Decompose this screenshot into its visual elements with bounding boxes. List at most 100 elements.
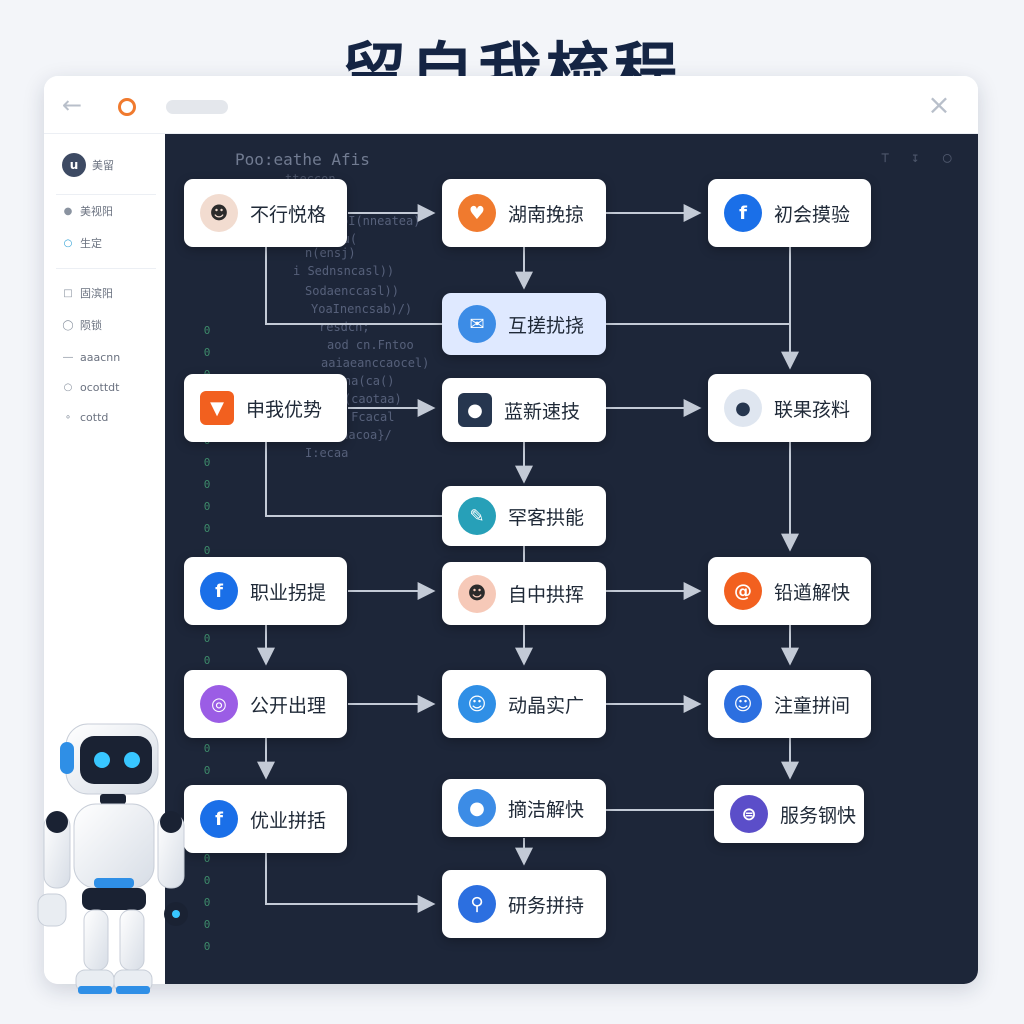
gutter-mark: 0 (203, 896, 211, 909)
flow-node-label: 优业拼括 (250, 809, 327, 832)
facebook-icon: f (724, 194, 762, 232)
user-badge-icon: ● (458, 393, 492, 427)
sidebar-profile-label: 美留 (92, 159, 114, 172)
sidebar-item-1[interactable]: ○ 生定 (62, 232, 102, 254)
settings-icon: ― (63, 351, 73, 363)
sidebar-item-label: aaacnn (80, 350, 121, 364)
gutter-mark: 0 (203, 852, 211, 865)
facebook-icon: f (200, 800, 238, 838)
settings-icon[interactable]: ◯ (943, 150, 952, 166)
flow-node-15[interactable]: f 优业拼括 (184, 785, 347, 853)
flow-node-label: 摘洁解快 (508, 798, 585, 821)
gutter-mark: 0 (203, 874, 211, 887)
flow-node-label: 罕客拱能 (508, 506, 585, 529)
download-icon[interactable]: ↧ (911, 150, 920, 166)
flow-node-label: 铅遒解快 (774, 581, 851, 604)
mailbox-icon: ▼ (200, 391, 234, 425)
gutter-mark: 0 (203, 918, 211, 931)
flow-node-13[interactable]: ☺ 动晶实广 (442, 670, 606, 738)
sidebar-item-label: 美视阳 (80, 205, 113, 218)
flow-node-9[interactable]: f 职业拐提 (184, 557, 347, 625)
flow-node-label: 注童拼间 (774, 694, 851, 717)
minimize-icon[interactable]: ⊤ (881, 150, 890, 166)
sidebar-item-2[interactable]: □ 固滨阳 (62, 282, 113, 304)
flow-node-2[interactable]: ♥ 湖南挽掠 (442, 179, 606, 247)
chat-bubble-icon: ☺ (458, 685, 496, 723)
code-line: aaiaeanccaocel) (321, 356, 430, 370)
pin-icon: ◯ (62, 319, 74, 331)
flow-node-label: 不行悦格 (250, 203, 327, 226)
flow-node-1[interactable]: ☻ 不行悦格 (184, 179, 347, 247)
sidebar-item-5[interactable]: ○ ocottdt (62, 376, 120, 398)
flow-node-label: 自中拱挥 (508, 584, 585, 606)
heart-icon: ♥ (458, 194, 496, 232)
flow-node-11[interactable]: @ 铅遒解快 (708, 557, 871, 625)
flow-node-label: 湖南挽掠 (508, 203, 585, 226)
sidebar-item-label: ocottdt (80, 380, 120, 394)
sidebar-item-label: 固滨阳 (80, 287, 113, 300)
back-arrow-icon[interactable]: ← (62, 91, 83, 119)
flow-node-18[interactable]: ⚲ 研务拼持 (442, 870, 606, 938)
mask-icon: ⊜ (730, 795, 768, 833)
flow-node-label: 联果孩料 (774, 398, 851, 421)
sidebar-item-0[interactable]: ● 美视阳 (62, 200, 113, 222)
close-icon[interactable]: × (927, 88, 951, 121)
gutter-mark: 0 (203, 654, 211, 667)
person-icon: ☻ (200, 194, 238, 232)
target-icon: ◎ (200, 685, 238, 723)
code-line: YoaInencsab)/) (311, 302, 413, 316)
gutter-mark: 0 (203, 478, 211, 491)
doc-icon: □ (63, 287, 73, 299)
gear-icon: ∘ (64, 411, 72, 423)
flow-node-14[interactable]: ☺ 注童拼间 (708, 670, 871, 738)
flow-node-7[interactable]: ● 联果孩料 (708, 374, 871, 442)
flow-node-label: 研务拼持 (508, 894, 585, 917)
gutter-mark: 0 (203, 632, 211, 645)
sidebar-item-3[interactable]: ◯ 陨锁 (62, 314, 102, 336)
flow-node-label: 动晶实广 (508, 694, 585, 717)
flow-node-12[interactable]: ◎ 公开出理 (184, 670, 347, 738)
sidebar-profile[interactable]: u 美留 (62, 153, 114, 177)
record-ring-icon[interactable] (118, 98, 136, 116)
flow-node-label: 职业拐提 (250, 581, 327, 604)
flow-node-label: 申我优势 (246, 398, 323, 421)
user-icon: ● (63, 205, 73, 217)
flow-node-10[interactable]: ☻ 自中拱挥 (442, 562, 606, 625)
sidebar-item-4[interactable]: ― aaacnn (62, 346, 120, 368)
code-line: n(ensj) (305, 246, 356, 260)
flow-node-6[interactable]: ● 蓝新速技 (442, 378, 606, 442)
gutter-mark: 0 (203, 346, 211, 359)
code-header: Poo:eathe Afis (235, 150, 370, 169)
flow-node-8[interactable]: ✎ 罕客拱能 (442, 486, 606, 546)
mail-icon: ✉ (458, 305, 496, 343)
address-bar[interactable] (166, 100, 228, 114)
robot-mascot (37, 723, 188, 994)
at-icon: @ (724, 572, 762, 610)
gutter-mark: 0 (203, 940, 211, 953)
avatar-icon: ☻ (458, 574, 496, 613)
flow-node-16[interactable]: ● 摘洁解快 (442, 779, 606, 837)
gutter-mark: 0 (203, 324, 211, 337)
gutter-mark: 0 (203, 742, 211, 755)
gutter-mark: 0 (203, 522, 211, 535)
gutter-mark: 0 (203, 544, 211, 557)
sidebar-item-label: 生定 (80, 237, 102, 250)
code-line: oI(nneatea) (341, 214, 421, 228)
flow-node-17[interactable]: ⊜ 服务钢快 (714, 785, 864, 843)
flow-node-4[interactable]: ✉ 互搓扰挠 (442, 293, 606, 355)
flow-node-5[interactable]: ▼ 申我优势 (184, 374, 347, 442)
gutter-mark: 0 (203, 456, 211, 469)
profile-icon: ● (724, 389, 762, 427)
code-line: Sodaenccasl)) (305, 284, 399, 298)
gutter-mark: 0 (203, 764, 211, 777)
avatar: u (62, 153, 86, 177)
sidebar-item-label: cottd (80, 410, 109, 424)
facebook-icon: f (200, 572, 238, 610)
sidebar-item-6[interactable]: ∘ cottd (62, 406, 109, 428)
flow-node-3[interactable]: f 初会摸验 (708, 179, 871, 247)
smile-icon: ☺ (724, 685, 762, 723)
search-icon: ○ (63, 381, 73, 393)
title-bar: ← × (44, 76, 978, 134)
code-line: I:ecaa (305, 446, 349, 460)
flow-node-label: 蓝新速技 (504, 400, 581, 423)
